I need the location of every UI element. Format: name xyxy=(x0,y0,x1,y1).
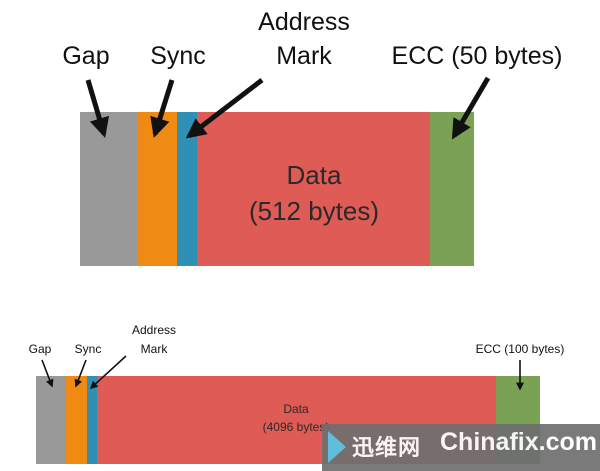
bottom-sync-segment xyxy=(66,376,87,464)
bottom-mark-label: Mark xyxy=(141,342,169,356)
top-sync-label: Sync xyxy=(150,42,206,70)
bottom-gap-segment xyxy=(36,376,66,464)
top-ecc-label: ECC (50 bytes) xyxy=(392,42,563,70)
top-sector-bar xyxy=(80,112,474,266)
bottom-sync-label: Sync xyxy=(75,342,102,356)
bottom-ecc-label: ECC (100 bytes) xyxy=(476,342,565,356)
top-sync-segment xyxy=(137,112,177,266)
bottom-data-size-label: (4096 bytes) xyxy=(263,420,330,434)
bottom-address-mark-segment xyxy=(87,376,97,464)
watermark-chinese-text: 迅维网 xyxy=(352,436,422,461)
bottom-gap-label: Gap xyxy=(29,342,52,356)
top-data-label: Data xyxy=(287,160,342,190)
bottom-address-arrow xyxy=(89,355,127,390)
bottom-sync-arrow xyxy=(74,359,87,388)
top-ecc-arrow xyxy=(451,76,491,140)
top-data-size-label: (512 bytes) xyxy=(249,196,379,226)
top-ecc-segment xyxy=(430,112,474,266)
bottom-address-label: Address xyxy=(132,323,176,337)
top-address-label: Address xyxy=(258,8,350,36)
top-mark-label: Mark xyxy=(276,42,332,70)
top-address-arrow xyxy=(185,78,264,139)
watermark-site-text: Chinafix.com xyxy=(440,428,597,456)
top-address-mark-segment xyxy=(177,112,197,266)
top-sync-arrow xyxy=(150,79,175,138)
chinafix-logo-icon xyxy=(328,431,346,463)
bottom-data-label: Data xyxy=(283,402,309,416)
top-gap-arrow xyxy=(85,79,110,138)
top-gap-label: Gap xyxy=(62,42,109,70)
watermark-banner: 迅维网 Chinafix.com xyxy=(322,424,600,471)
bottom-gap-arrow xyxy=(41,359,54,388)
top-gap-segment xyxy=(80,112,137,266)
top-data-segment xyxy=(197,112,430,266)
